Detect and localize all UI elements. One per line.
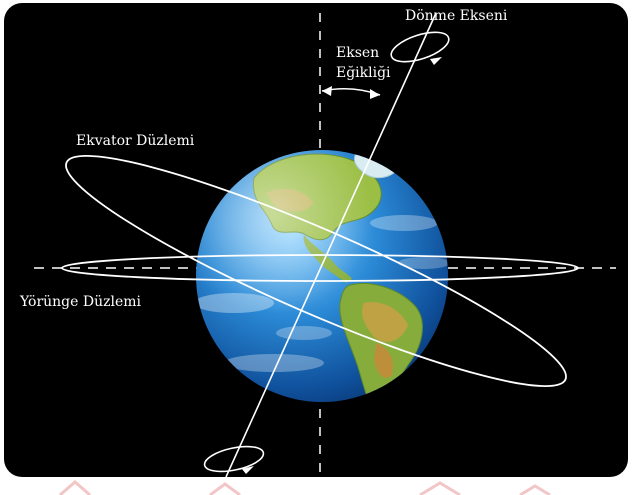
axial-tilt-arc — [321, 86, 381, 99]
bottom-rotation-arrow — [203, 445, 265, 474]
earth-axis-diagram — [34, 12, 616, 477]
orbital-plane-ellipse — [61, 254, 579, 282]
rotation-axis-line — [225, 12, 437, 477]
axial-tilt-label-line2: Eğikliği — [336, 65, 391, 81]
top-rotation-arrow — [390, 31, 450, 65]
watermark-strip — [0, 478, 633, 495]
equatorial-plane-ellipse — [65, 155, 567, 387]
orbital-plane-label: Yörünge Düzlemi — [20, 294, 142, 310]
diagram-frame: Dönme Ekseni Eksen Eğikliği Ekvator Düzl… — [4, 3, 628, 477]
equatorial-plane-label: Ekvator Düzlemi — [76, 133, 195, 149]
earth-globe — [196, 150, 448, 402]
axial-tilt-label-line1: Eksen — [336, 45, 380, 61]
rotation-axis-label: Dönme Ekseni — [405, 8, 508, 24]
